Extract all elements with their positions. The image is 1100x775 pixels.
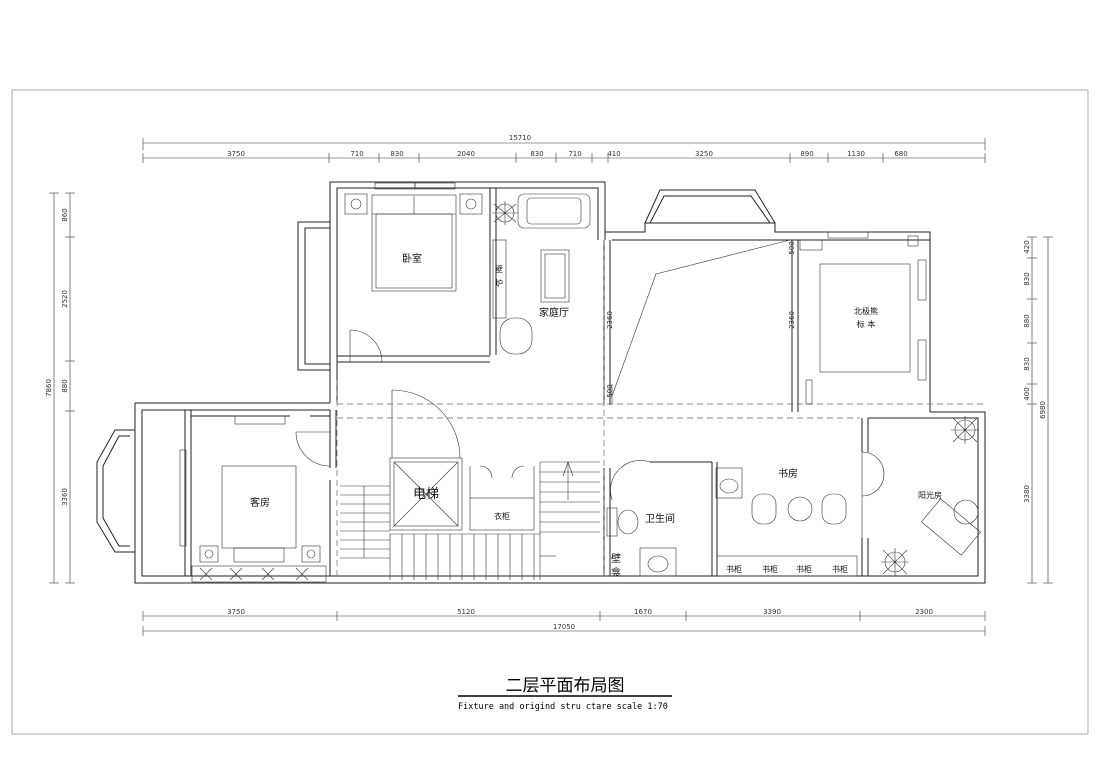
left-dim-4: 3360 (61, 488, 69, 506)
right-dim-3: 880 (1023, 314, 1031, 327)
wardrobe-label: 衣柜 (494, 511, 510, 521)
bedroom-label: 卧室 (402, 252, 422, 265)
left-dimension-lines (49, 192, 75, 584)
bookcase-label-3: 书柜 (796, 564, 812, 574)
plan-title: 二层平面布局图 (506, 676, 625, 696)
bedroom-door (349, 329, 383, 363)
stairs (340, 461, 600, 580)
bookcase-label-2: 书柜 (762, 564, 778, 574)
plant-icon-3 (881, 548, 909, 576)
top-dim-10: 1130 (847, 150, 865, 158)
polar-bear-label-2: 标 本 (857, 319, 876, 329)
study-doors (861, 451, 885, 538)
right-total-dim: 6980 (1039, 401, 1047, 419)
plant-icon-1 (492, 201, 518, 225)
sunroom-label: 阳光房 (918, 490, 942, 500)
polar-bear-label-1: 北极熊 (854, 306, 878, 316)
bottom-total-dim: 17050 (553, 623, 575, 631)
study-label: 书房 (778, 467, 798, 480)
left-total-dim: 7860 (45, 379, 53, 397)
left-dim-1: 860 (61, 208, 69, 221)
top-dim-11: 680 (894, 150, 907, 158)
drawing-frame (11, 89, 1089, 735)
niche-label-1: 壁 (611, 552, 621, 565)
dim-500-b: 500 (606, 384, 614, 397)
bottom-dimension-lines (142, 611, 986, 636)
left-dim-3: 880 (61, 379, 69, 392)
dashed-grid (336, 240, 985, 576)
guest-room-furniture (179, 415, 327, 583)
bottom-dim-5: 2300 (915, 608, 933, 616)
right-dim-5: 400 (1023, 387, 1031, 400)
family-hall-label: 家庭厅 (539, 306, 569, 319)
elevator (389, 389, 463, 531)
bookcase-label-4: 书柜 (832, 564, 848, 574)
dim-500-a: 500 (788, 241, 796, 254)
top-dim-5: 830 (530, 150, 543, 158)
right-dimension-lines (1027, 236, 1053, 584)
dim-2360-a: 2360 (606, 311, 614, 329)
top-dim-7: 410 (607, 150, 620, 158)
guest-door (295, 431, 331, 467)
left-dim-2: 2520 (61, 290, 69, 308)
top-dim-2: 710 (350, 150, 363, 158)
fireplace-label-2: 炉 (495, 278, 503, 288)
right-dim-4: 830 (1023, 357, 1031, 370)
family-hall-furniture (492, 193, 591, 355)
bottom-dim-4: 3390 (763, 608, 781, 616)
top-dim-6: 710 (568, 150, 581, 158)
polar-bear-room (611, 231, 927, 405)
fireplace-label-1: 壁 (495, 264, 503, 274)
right-dim-1: 420 (1023, 240, 1031, 253)
bottom-dim-1: 3750 (227, 608, 245, 616)
plant-icon-2 (951, 416, 979, 444)
top-dimension-lines (142, 138, 986, 163)
bottom-dim-2: 5120 (457, 608, 475, 616)
top-total-dim: 15710 (509, 134, 531, 142)
top-dim-9: 890 (800, 150, 813, 158)
top-dim-3: 830 (390, 150, 403, 158)
dim-2360-b: 2360 (788, 311, 796, 329)
elevator-label: 电梯 (413, 487, 439, 502)
right-dim-2: 830 (1023, 272, 1031, 285)
exterior-walls (96, 181, 986, 584)
bathroom-fixtures (606, 460, 743, 577)
bookcase-label-1: 书柜 (726, 564, 742, 574)
bathroom-label: 卫生间 (645, 512, 675, 525)
wardrobe (469, 465, 535, 531)
top-dim-1: 3750 (227, 150, 245, 158)
study-furniture (716, 493, 858, 577)
sunroom-furniture (921, 498, 981, 556)
top-dim-4: 2040 (457, 150, 475, 158)
niche-label-2: 龛 (611, 566, 621, 579)
bottom-dim-3: 1670 (634, 608, 652, 616)
plan-subtitle: Fixture and origind stru ctare scale 1:7… (458, 702, 668, 712)
top-dim-8: 3250 (695, 150, 713, 158)
bedroom-bed (344, 182, 483, 292)
guest-room-label: 客房 (250, 496, 270, 509)
right-dim-6: 3380 (1023, 485, 1031, 503)
